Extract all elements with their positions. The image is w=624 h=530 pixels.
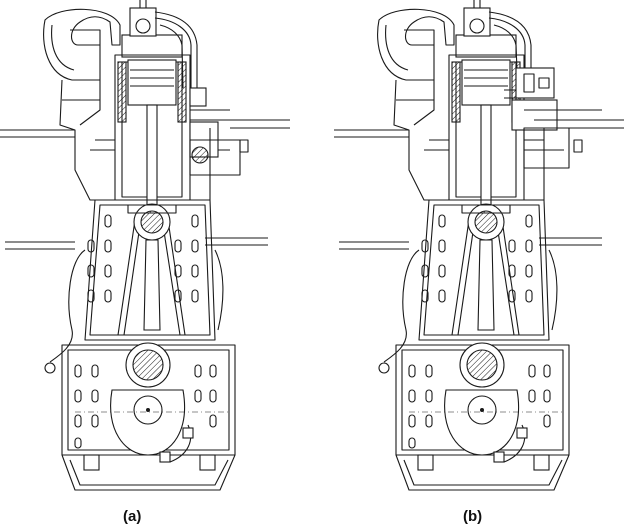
panel-b-label: (b) [463, 508, 482, 525]
panel-a-engine-body [0, 0, 268, 490]
panel-b [334, 0, 624, 490]
panel-a [0, 0, 290, 490]
panel-a-label: (a) [123, 508, 141, 525]
panel-b-engine-body [334, 0, 602, 490]
